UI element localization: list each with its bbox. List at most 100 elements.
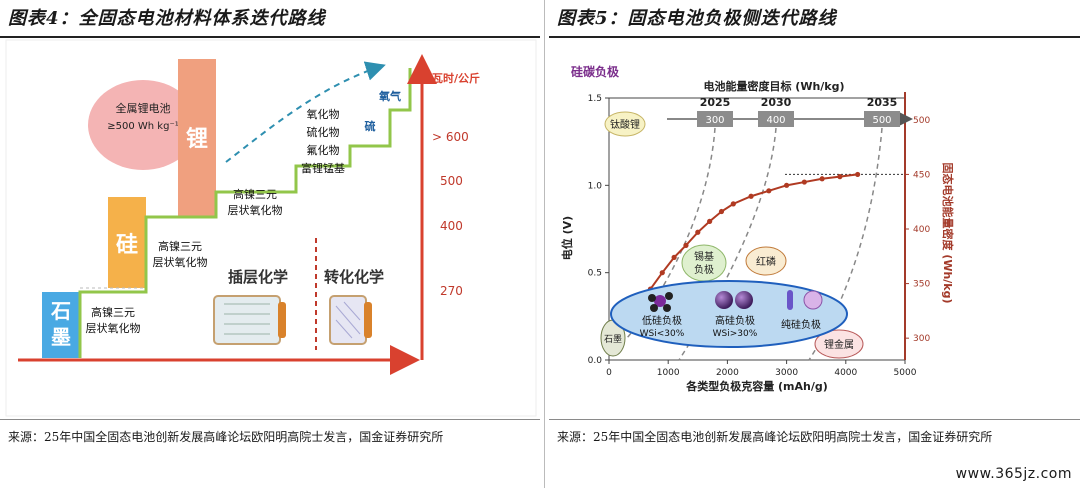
li-metal-bubble [88,80,198,170]
bubble-line-2: ≥500 Wh kg⁻¹ [107,121,178,132]
silicon-label: 硅 [116,233,138,258]
target-value: 400 [766,115,785,126]
red-p-label: 红磷 [756,255,776,268]
y-value-400: 400 [440,219,463,233]
y-value-270: 270 [440,284,463,298]
silicon-block [108,197,146,288]
x-axis-title: 各类型负极克容量 (mAh/g) [685,379,828,393]
x-tick-label: 2000 [716,368,739,378]
energy-density-point [730,201,736,207]
tin-label-1: 锡基 [694,250,714,263]
graphite-block [42,292,80,358]
pure-si-label: 纯硅负极 [781,318,821,331]
energy-density-point [837,174,843,180]
y-value-600: > 600 [432,130,469,144]
capacity-step-line [78,68,412,358]
figure-4-source: 来源：25年中国全固态电池创新发展高峰论坛欧阳明高院士发言，国金证券研究所 [8,430,444,444]
target-year: 2025 [700,96,731,109]
y-axis-title: 电位 (V) [560,216,574,260]
site-watermark: www.365jz.com [955,466,1072,482]
energy-target-title: 电池能量密度目标 (Wh/kg) [703,79,844,93]
gas-oxygen: 氧气 [378,89,401,103]
pure-si-icon [787,290,823,310]
energy-density-point [707,218,713,224]
cathode-label-2a: 高镍三元 [158,239,202,253]
si-carbon-label: 硅碳负极 [571,64,620,79]
intercalation-battery-icon [213,295,286,345]
y2-tick-label: 300 [913,334,930,344]
materials-roadmap-diagram: 全属锂电池 ≥500 Wh kg⁻¹ 锂 硅 石 墨 高镍三元 层状氧化物 高镍… [5,39,537,417]
y2-tick-label: 500 [913,116,930,126]
figure-5-graphic: 硅碳负极 电池能量密度目标 (Wh/kg) 电位 (V) 固态电池能量密度 (W… [549,38,1080,418]
target-value: 300 [705,115,724,126]
y2-axis-title: 固态电池能量密度 (Wh/kg) [941,162,955,303]
cathode-label-3b: 层状氧化物 [228,203,283,217]
low-si-icon [648,292,673,312]
energy-density-point [784,182,790,188]
y2-tick-label: 350 [913,280,930,290]
energy-density-point [671,254,677,260]
target-value: 500 [872,115,891,126]
graphite-label-2: 墨 [51,325,71,349]
energy-density-point [766,188,772,194]
material-oxide: 氧化物 [307,107,340,121]
high-si-label: 高硅负极 [715,314,755,327]
energy-density-point [718,208,725,215]
figure-4-panel: 图表4：全固态电池材料体系迭代路线 全属锂电池 ≥500 Wh kg⁻¹ 锂 硅 [0,8,540,444]
target-box [697,111,733,127]
x-tick-label: 5000 [894,368,917,378]
li-metal-bubble [814,329,864,359]
cathode-label-1a: 高镍三元 [91,305,135,319]
energy-density-point [659,270,665,276]
figure-4-title: 图表4：全固态电池材料体系迭代路线 [8,8,326,29]
material-fluoride: 氟化物 [307,143,340,157]
target-year: 2030 [761,96,792,109]
anode-roadmap-chart: 硅碳负极 电池能量密度目标 (Wh/kg) 电位 (V) 固态电池能量密度 (W… [555,40,1075,416]
high-si-sub: WSi>30% [713,329,758,339]
energy-density-point [819,176,825,182]
target-box [758,111,794,127]
x-tick-label: 4000 [834,368,857,378]
titanate-label: 钛酸锂 [610,118,640,131]
y-tick-label: 1.0 [588,181,603,191]
low-si-label: 低硅负极 [642,314,682,327]
graphite-label-1: 石 [50,299,71,323]
high-si-icon [715,291,753,309]
figure-5-source: 来源：25年中国全固态电池创新发展高峰论坛欧阳明高院士发言，国金证券研究所 [557,430,993,444]
y-tick-label: 0.0 [588,356,603,366]
gas-sulfur: 硫 [365,119,376,133]
title-rule [0,36,540,38]
titanate-bubble [604,111,646,137]
material-li-rich-mn: 富锂锰基 [301,161,345,175]
energy-density-point [683,242,689,248]
red-p-bubble [745,246,787,276]
target-box [864,111,900,127]
cathode-label-3a: 高镍三元 [233,187,277,201]
conversion-label: 转化化学 [324,268,384,286]
energy-density-point [855,171,861,178]
x-tick-label: 3000 [775,368,798,378]
energy-density-point [801,179,807,185]
li-metal-label: 锂金属 [824,338,854,351]
x-tick-label: 0 [606,368,612,378]
y-value-500: 500 [440,174,463,188]
figure-5-panel: 图表5：固态电池负极侧迭代路线 硅碳负极 电池能量密度目标 (Wh/kg) 电位… [549,0,1080,488]
graphite-label: 石墨 [604,334,622,345]
figure-5-title: 图表5：固态电池负极侧迭代路线 [557,8,837,29]
low-si-sub: WSi<30% [640,329,685,339]
cathode-label-2b: 层状氧化物 [153,255,208,269]
energy-density-point [748,193,754,199]
material-sulfide: 硫化物 [307,125,340,139]
y-axis-unit: 瓦时/公斤 [432,71,480,85]
y2-tick-label: 400 [913,225,930,235]
y2-tick-label: 450 [913,170,930,180]
cathode-label-1b: 层状氧化物 [86,321,141,335]
lithium-block [178,59,216,217]
source-rule [0,419,540,420]
bubble-line-1: 全属锂电池 [116,101,171,115]
y-tick-label: 1.5 [588,94,602,104]
target-year: 2035 [867,96,898,109]
conversion-battery-icon [329,295,372,345]
source-rule [549,419,1080,420]
